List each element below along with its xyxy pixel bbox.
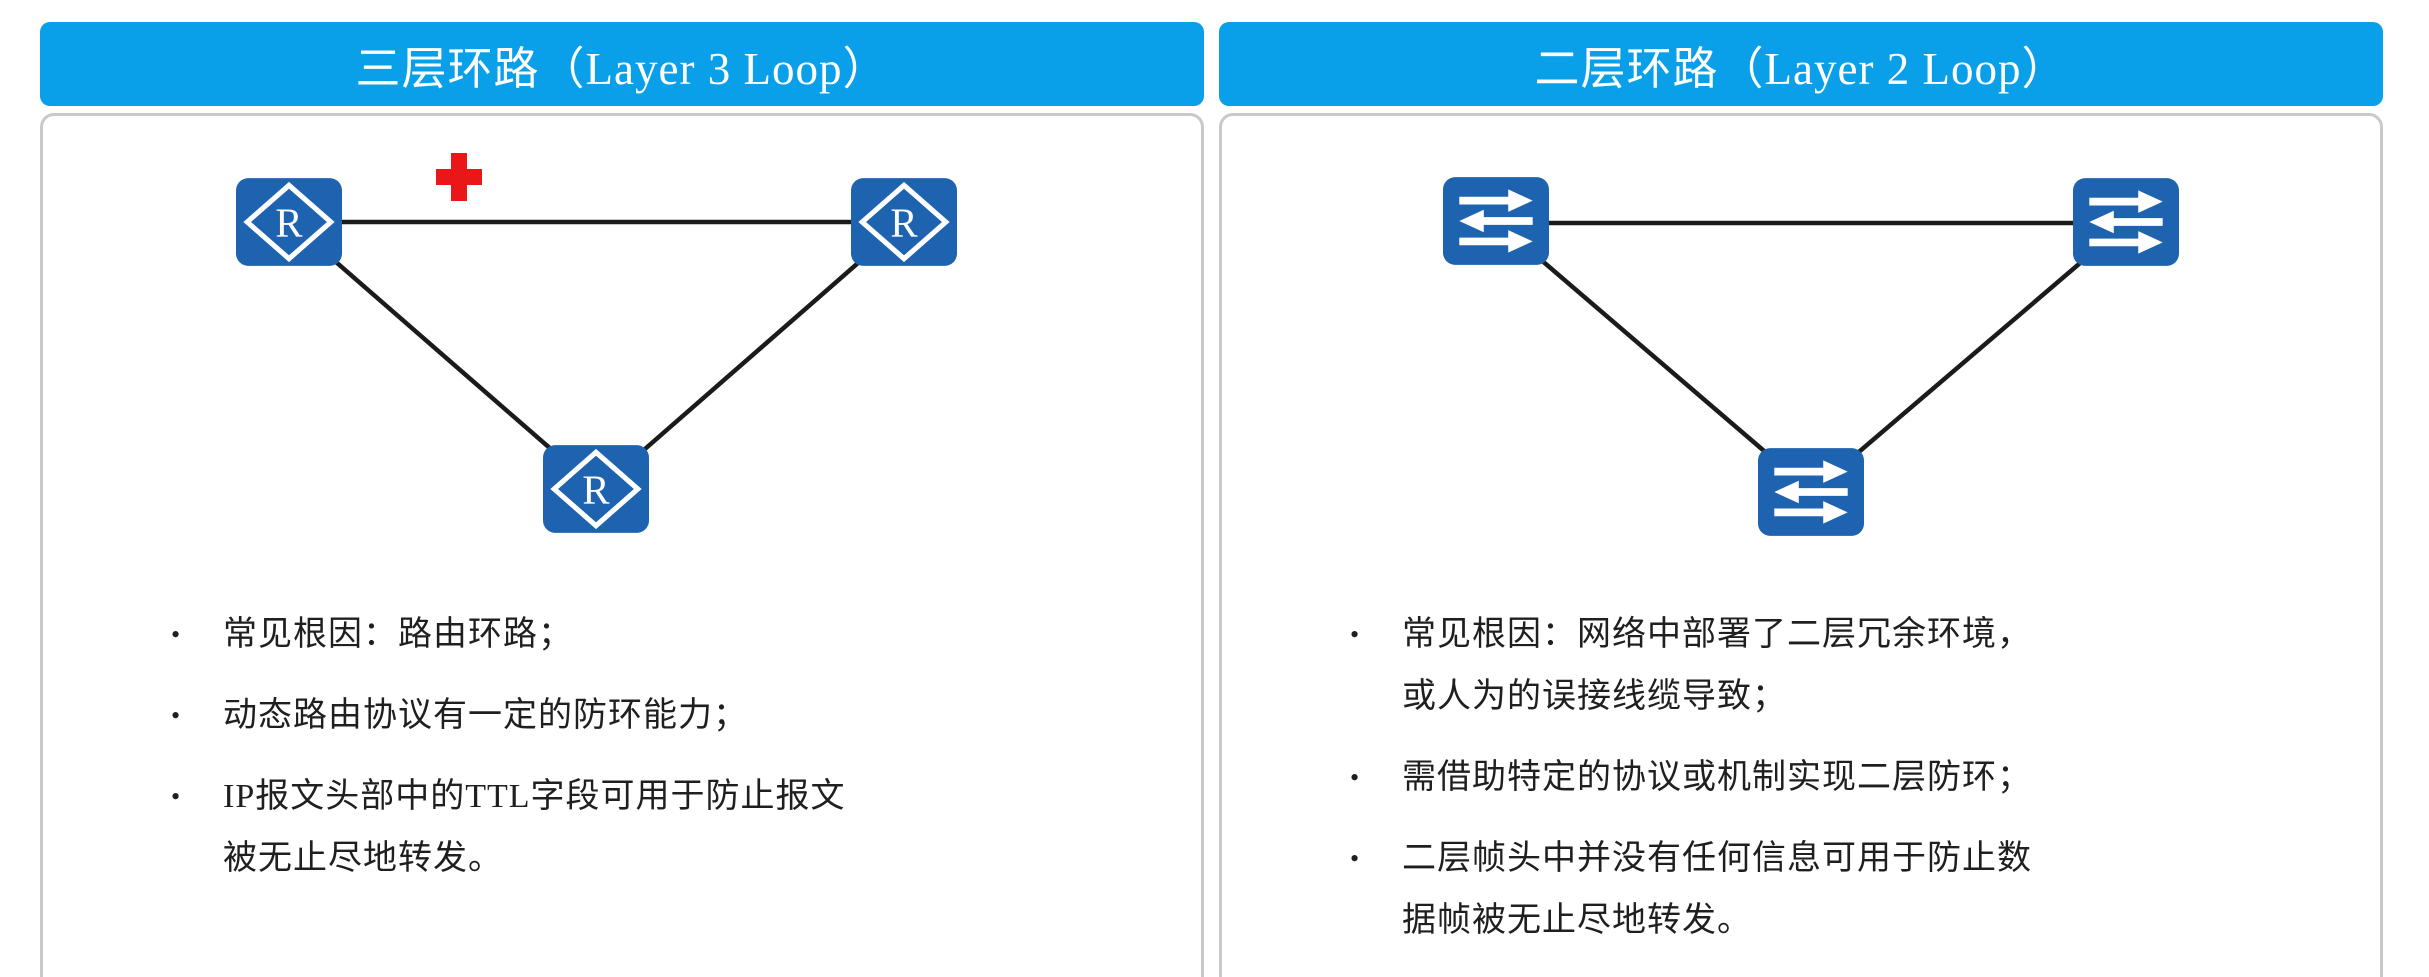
list-item: • 动态路由协议有一定的防环能力； [171,685,1161,747]
svg-text:R: R [890,200,918,245]
list-item: • 二层帧头中并没有任何信息可用于防止数 据帧被无止尽地转发。 [1350,828,2340,952]
list-item: • 需借助特定的协议或机制实现二层防环； [1350,747,2340,809]
bullet-text: IP报文头部中的TTL字段可用于防止报文 被无止尽地转发。 [223,778,846,877]
bullet-dot: • [171,620,181,649]
layer2-bullet-list: • 常见根因：网络中部署了二层冗余环境， 或人为的误接线缆导致； • 需借助特定… [1222,604,2380,971]
bullet-text: 常见根因：网络中部署了二层冗余环境， 或人为的误接线缆导致； [1402,616,2032,715]
router-icon: R [851,178,957,266]
layer3-bullet-list: • 常见根因：路由环路； • 动态路由协议有一定的防环能力； • IP报文头部中… [43,604,1201,909]
switch-icon [2073,178,2179,266]
router-icon: R [543,445,649,533]
bullet-dot: • [1350,763,1360,792]
bullet-text: 二层帧头中并没有任何信息可用于防止数 据帧被无止尽地转发。 [1402,840,2032,939]
switch-icon [1758,448,1864,536]
bullet-text: 动态路由协议有一定的防环能力； [223,697,748,734]
bullet-dot: • [1350,620,1360,649]
bullet-text: 需借助特定的协议或机制实现二层防环； [1402,759,2032,796]
layer3-header: 三层环路（Layer 3 Loop） [40,22,1204,106]
svg-text:R: R [582,467,610,512]
list-item: • IP报文头部中的TTL字段可用于防止报文 被无止尽地转发。 [171,766,1161,890]
layer3-panel: R R R • [40,113,1204,977]
svg-text:R: R [275,200,303,245]
list-item: • 常见根因：路由环路； [171,604,1161,666]
layer2-panel: • 常见根因：网络中部署了二层冗余环境， 或人为的误接线缆导致； • 需借助特定… [1219,113,2383,977]
bullet-dot: • [171,701,181,730]
bullet-dot: • [171,782,181,811]
bullet-dot: • [1350,844,1360,873]
router-icon: R [236,178,342,266]
bullet-text: 常见根因：路由环路； [223,616,573,653]
switch-icon [1443,177,1549,265]
layer2-title: 二层环路（Layer 2 Loop） [1534,43,2068,94]
list-item: • 常见根因：网络中部署了二层冗余环境， 或人为的误接线缆导致； [1350,604,2340,728]
red-cross-icon [436,153,482,201]
layer2-header: 二层环路（Layer 2 Loop） [1219,22,2383,106]
layer3-title: 三层环路（Layer 3 Loop） [355,43,889,94]
